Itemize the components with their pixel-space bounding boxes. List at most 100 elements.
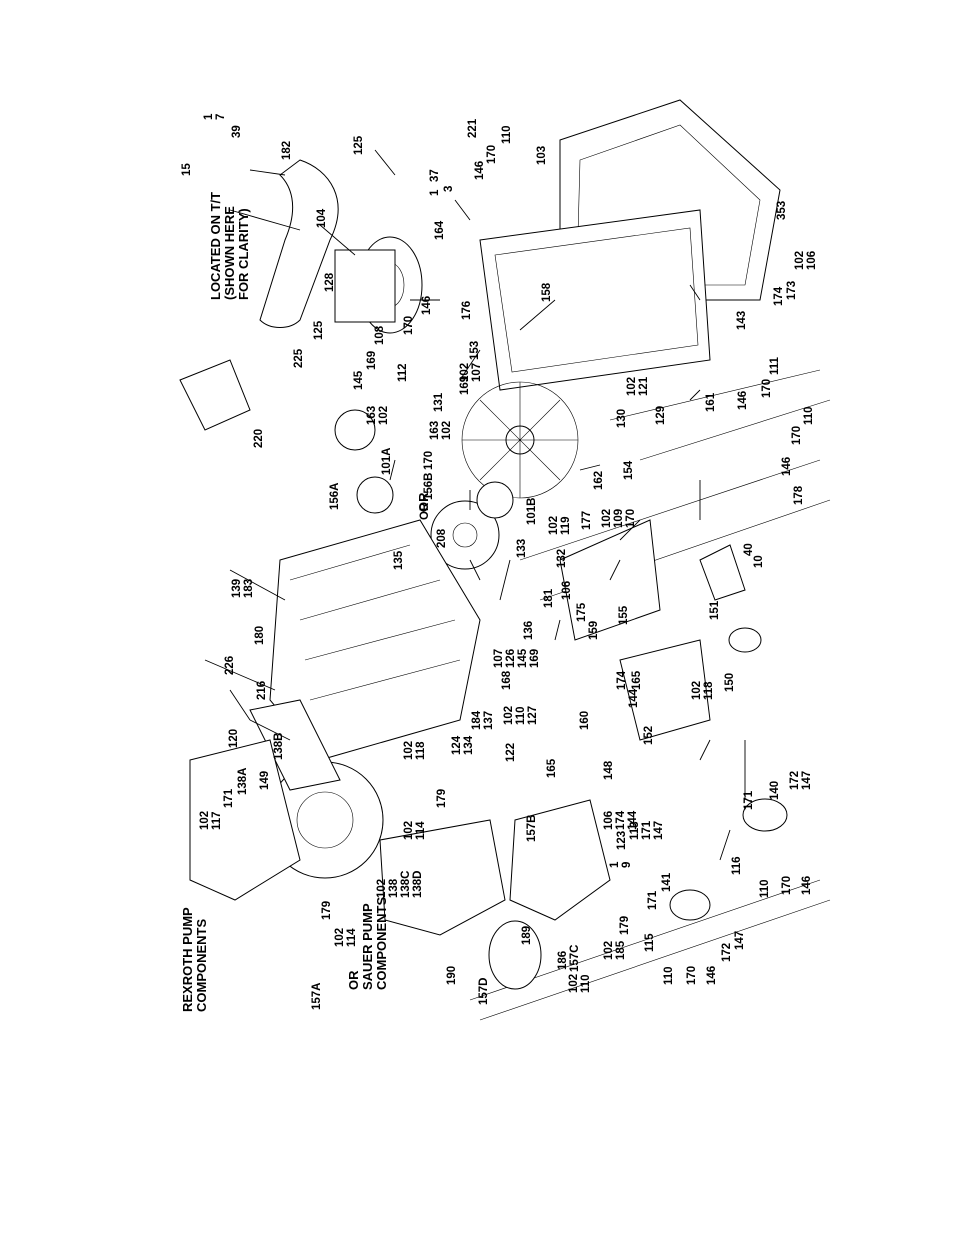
callout: 157D (478, 978, 490, 1006)
callout: 164 (434, 220, 446, 240)
callout: 108 (374, 325, 386, 345)
callout: 102 (378, 406, 390, 425)
callout: 154 (623, 460, 635, 480)
callout: 169 (459, 376, 471, 395)
callout: 102 (601, 509, 613, 528)
callout: 174 (616, 670, 628, 690)
callout: 134 (463, 735, 475, 755)
callout: 186 (557, 951, 569, 970)
callout: 106 (561, 581, 573, 600)
callout: 128 (324, 272, 336, 292)
callout: 116 (731, 856, 743, 875)
notes: REXROTH PUMP COMPONENTS SAUER PUMP COMPO… (180, 192, 431, 1012)
callout: 146 (737, 391, 749, 410)
callout: 157B (526, 815, 538, 843)
callout: 135 (393, 550, 405, 570)
rexroth-note-line1: REXROTH PUMP (180, 907, 195, 1012)
callout: 208 (436, 528, 448, 548)
callout: 172 (721, 943, 733, 962)
callout: 139 (231, 579, 243, 598)
callout: 138C (400, 871, 412, 899)
callout: 176 (461, 301, 473, 320)
callout: 183 (243, 579, 255, 598)
callout: 170 (625, 509, 637, 528)
callout: 102 (626, 377, 638, 396)
callout: 146 (421, 296, 433, 315)
callout: 102 (441, 421, 453, 440)
callout: 132 (556, 549, 568, 568)
callout: 152 (643, 726, 655, 745)
callout: 1 (609, 861, 621, 868)
callout: 123 (616, 831, 628, 850)
callout: 126 (505, 649, 517, 668)
callout: 184 (471, 710, 483, 730)
callout: 1 (203, 113, 215, 120)
callout: 110 (580, 974, 592, 993)
callout: 102 (334, 928, 346, 947)
callout: 170 (761, 379, 773, 398)
callout: 133 (516, 539, 528, 558)
callout: 137 (483, 711, 495, 730)
callout: 140 (769, 781, 781, 800)
callout: 104 (316, 208, 328, 228)
callout: 170 (423, 451, 435, 470)
callout: 113 (629, 821, 641, 840)
callout: 110 (515, 706, 527, 725)
callout: 118 (703, 681, 715, 700)
callout: 121 (638, 376, 650, 396)
callout: 138D (412, 871, 424, 899)
callout: 157A (311, 983, 323, 1011)
callout: 124 (451, 735, 463, 755)
callout: 174 (615, 810, 627, 830)
callout: 226 (224, 656, 236, 675)
callout: 102 (794, 251, 806, 270)
callout: 169 (529, 649, 541, 668)
callout: 111 (769, 356, 781, 375)
callout: 110 (501, 125, 513, 144)
callout: 159 (588, 621, 600, 640)
callout: 180 (254, 626, 266, 645)
diagram-artwork (179, 99, 831, 1021)
callout: 114 (346, 928, 358, 947)
callout: 125 (353, 135, 365, 155)
callout: 163 (429, 421, 441, 440)
callout: 102 (568, 974, 580, 993)
callout: 171 (641, 820, 653, 840)
callout: OR (419, 502, 431, 520)
callout: 150 (724, 673, 736, 692)
callout: 170 (781, 876, 793, 895)
callout: 151 (709, 600, 721, 620)
callout: 225 (293, 348, 305, 368)
callout: 171 (743, 790, 755, 810)
callout: 216 (256, 681, 268, 700)
callout: 165 (631, 670, 643, 690)
callout: 156B (423, 473, 435, 501)
callout: 102 (403, 741, 415, 760)
callout: 146 (474, 161, 486, 180)
callout: 162 (593, 471, 605, 490)
callout: 147 (653, 821, 665, 840)
callout: 136 (523, 621, 535, 640)
callout: 174 (773, 286, 785, 306)
or-label: OR (416, 492, 431, 512)
callout: 125 (313, 320, 325, 340)
callout: 118 (415, 741, 427, 760)
located-note-line1: LOCATED ON T/T (208, 192, 223, 300)
callout: 102 (691, 681, 703, 700)
callout: 171 (647, 890, 659, 910)
callout: 177 (581, 511, 593, 530)
callout: 117 (211, 811, 223, 830)
callout: 148 (603, 760, 615, 780)
callout: 146 (706, 966, 718, 985)
callout: 107 (471, 363, 483, 382)
sauer-note-line2: COMPONENTS (374, 897, 389, 991)
callout: 155 (618, 605, 630, 625)
callout: 146 (781, 457, 793, 476)
callout: 179 (436, 789, 448, 808)
callout: 127 (527, 706, 539, 725)
callout: 102 (199, 811, 211, 830)
callout: 141 (661, 872, 673, 892)
callout: 353 (776, 201, 788, 220)
callout: 149 (259, 771, 271, 790)
